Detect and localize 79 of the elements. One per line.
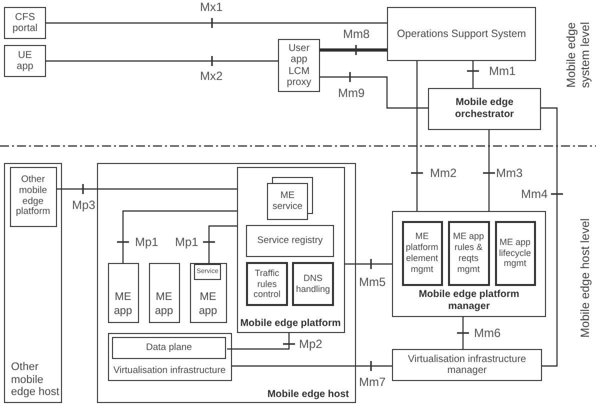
interface-line: [46, 60, 278, 62]
interface-line: [462, 317, 464, 349]
box-label: CFS portal: [11, 12, 38, 34]
component-box: [387, 7, 536, 61]
interface-line: [488, 130, 490, 211]
interface-line: [232, 365, 392, 367]
interface-label: Mm1: [489, 65, 516, 77]
interface-label: Mm4: [521, 188, 548, 200]
level-label: Mobile edge host level: [578, 217, 592, 340]
box-label: ME app: [112, 291, 134, 318]
component-box: [112, 337, 226, 359]
interface-label: Mm3: [496, 167, 523, 179]
infrastructure-box: [108, 332, 232, 380]
component-box: [292, 262, 334, 306]
box-label: ME app rules & reqts mgmt: [452, 231, 486, 275]
component-box: [494, 220, 536, 286]
interface-line: [46, 22, 387, 24]
box-label: ME app: [154, 291, 174, 318]
interface-line: [57, 188, 237, 190]
box-label: Virtualisation infrastructure: [113, 366, 226, 376]
interface-label: Mm8: [343, 28, 370, 40]
component-box: [428, 88, 541, 130]
component-box: [278, 39, 320, 92]
app-box: [148, 262, 180, 322]
component-box: [246, 225, 334, 257]
component-box: [10, 166, 56, 226]
interface-label: Mm2: [430, 167, 457, 179]
container-title: Mobile edge platform: [240, 318, 341, 330]
interface-label: Mp2: [299, 338, 322, 350]
app-box: [190, 262, 226, 322]
box-label: Operations Support System: [397, 28, 526, 40]
interface-label: Mx2: [200, 70, 223, 82]
box-label: ME platform element mgmt: [404, 231, 440, 275]
manager-box: [392, 211, 546, 317]
box-label: ME app lifecycle mgmt: [498, 236, 532, 270]
component-box: [246, 262, 288, 306]
service-box: [267, 183, 308, 220]
container-title: Other mobile edge host: [11, 361, 60, 399]
box-label: Traffic rules control: [252, 268, 282, 300]
app-box: [108, 262, 138, 322]
box-label: Data plane: [146, 342, 192, 354]
box-label: User app LCM proxy: [286, 42, 312, 88]
component-box: [402, 220, 442, 286]
interface-label: Mm6: [474, 327, 501, 339]
platform-container: [236, 166, 344, 332]
host-container: [4, 163, 62, 403]
interface-line: [320, 76, 428, 109]
interface-line: [320, 48, 387, 52]
box-label: Virtualisation infrastructure manager: [406, 354, 528, 376]
box-label: Other mobile edge platform: [14, 174, 52, 218]
interface-line: [472, 61, 474, 88]
box-label: Mobile edge orchestrator: [454, 97, 515, 121]
host-container: [97, 163, 356, 403]
interface-label: Mp1: [135, 236, 158, 248]
component-box: [4, 7, 46, 39]
interface-label: Mm7: [359, 376, 386, 388]
box-label: Service registry: [257, 236, 323, 246]
interface-line: [416, 61, 418, 211]
container-title: Mobile edge platform manager: [418, 289, 520, 312]
component-box: [4, 45, 46, 77]
container-title: Mobile edge host: [267, 388, 349, 400]
box-label: ME app: [198, 291, 218, 318]
level-label: Mobile edge system level: [564, 20, 592, 90]
service-box: [194, 264, 221, 280]
box-label: DNS handling: [294, 273, 332, 295]
manager-box: [392, 349, 542, 381]
component-box: [448, 220, 490, 286]
box-label: ME service: [271, 190, 304, 212]
box-label: UE app: [16, 50, 34, 72]
interface-line: [227, 333, 290, 350]
interface-label: Mp1: [175, 236, 198, 248]
interface-label: Mx1: [200, 1, 223, 13]
interface-line: [208, 225, 237, 265]
interface-label: Mm9: [338, 87, 365, 99]
interface-line: [345, 263, 392, 265]
interface-label: Mm5: [359, 276, 386, 288]
interface-line: [122, 210, 237, 263]
interface-label: Mp3: [72, 199, 96, 211]
interface-line: [541, 107, 558, 367]
